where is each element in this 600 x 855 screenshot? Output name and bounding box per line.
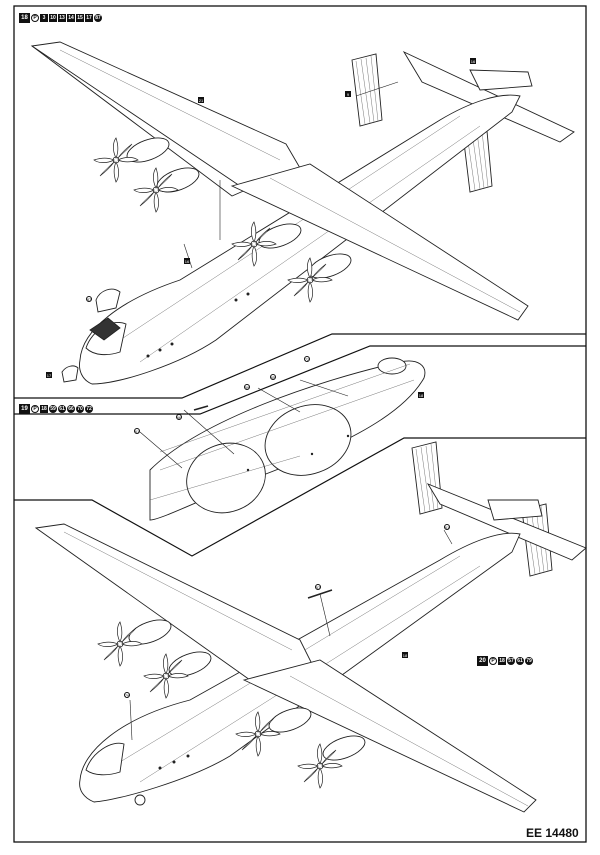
- panel-divider-top: [14, 333, 586, 399]
- bottom-portholes: [158, 754, 190, 770]
- part-callout: 65: [270, 374, 276, 380]
- top-aircraft: [30, 41, 575, 385]
- part-callout: 17: [46, 372, 52, 378]
- bottom-nacelle-4: [322, 735, 366, 761]
- part-callout: 16: [470, 58, 476, 64]
- top-wing-left: [30, 41, 301, 187]
- part-callout: 21: [198, 97, 204, 103]
- top-tailplane: [402, 50, 575, 143]
- part-number: 18: [498, 657, 506, 665]
- part-number: 87: [94, 14, 102, 22]
- flag-icon: P: [31, 405, 39, 413]
- bottom-nacelle-1: [128, 619, 172, 645]
- part-callout: 72: [304, 356, 310, 362]
- top-propeller-1: [93, 137, 139, 183]
- middle-nacelle-right: [264, 404, 352, 476]
- top-propeller-2: [133, 167, 179, 213]
- part-number: 17: [85, 14, 93, 22]
- sheet-border: [13, 5, 587, 843]
- part-number: 14: [67, 14, 75, 22]
- part-callout: 66: [176, 414, 182, 420]
- bottom-propeller-2: [143, 653, 189, 699]
- part-number: 61: [58, 405, 66, 413]
- top-tail-cone: [469, 69, 533, 91]
- part-callout: 61: [134, 428, 140, 434]
- top-tail-fin-left: [351, 53, 383, 127]
- step-number: 18: [19, 13, 30, 23]
- middle-nacelle-left: [186, 442, 266, 514]
- part-number: 70: [76, 405, 84, 413]
- bottom-nacelle-2: [168, 651, 212, 677]
- part-callout: 18: [418, 392, 424, 398]
- part-number: 57: [507, 657, 515, 665]
- part-number: 72: [85, 405, 93, 413]
- part-callout: 79: [124, 692, 130, 698]
- bottom-tailplane: [426, 483, 587, 561]
- panel-divider-bottom: [14, 437, 586, 557]
- part-number: 13: [58, 14, 66, 22]
- part-callout: 57: [315, 584, 321, 590]
- bottom-nose-glazing: [85, 742, 125, 776]
- bottom-wing-right: [242, 659, 537, 813]
- bottom-propeller-4: [297, 743, 343, 789]
- step-18-parts-row: 18 P 3 10 13 14 15 17 87: [19, 13, 102, 23]
- part-number: 15: [76, 14, 84, 22]
- part-callout: 59: [244, 384, 250, 390]
- step-number: 19: [19, 404, 30, 414]
- bottom-propeller-1: [97, 621, 143, 667]
- bottom-wing-left: [34, 523, 313, 681]
- middle-detail: [139, 357, 426, 521]
- top-cockpit-detail: [89, 317, 121, 341]
- top-nose-part: [61, 365, 79, 383]
- sheet-code: EE 14480: [526, 826, 579, 840]
- bottom-nose-wheel: [134, 794, 146, 806]
- bottom-aircraft: [34, 441, 587, 813]
- middle-dome: [377, 357, 407, 375]
- flag-icon: P: [489, 657, 497, 665]
- part-number: 79: [525, 657, 533, 665]
- step-number: 20: [477, 656, 488, 666]
- part-callout: 61: [444, 524, 450, 530]
- top-wing-right: [230, 163, 529, 321]
- bottom-tail-fin-left: [411, 441, 443, 515]
- part-number: 18: [40, 405, 48, 413]
- step-20-parts-row: 20 P 18 57 61 79: [477, 656, 533, 666]
- part-number: 59: [49, 405, 57, 413]
- part-callout: 87: [86, 296, 92, 302]
- part-callout: 16: [184, 258, 190, 264]
- top-portholes: [146, 292, 250, 358]
- part-number: 10: [49, 14, 57, 22]
- part-number: 3: [40, 14, 48, 22]
- part-number: 61: [516, 657, 524, 665]
- flag-icon: P: [31, 14, 39, 22]
- part-number: 66: [67, 405, 75, 413]
- bottom-nacelle-3: [268, 707, 312, 733]
- part-callout: 9: [345, 91, 351, 97]
- top-canopy-part: [95, 288, 121, 313]
- top-fuselage: [79, 94, 521, 385]
- step-19-parts-row: 19 P 18 59 61 66 70 72: [19, 404, 93, 414]
- bottom-tail-cone: [487, 499, 543, 521]
- part-callout: 18: [402, 652, 408, 658]
- panel-divider-top-inner: [14, 345, 586, 415]
